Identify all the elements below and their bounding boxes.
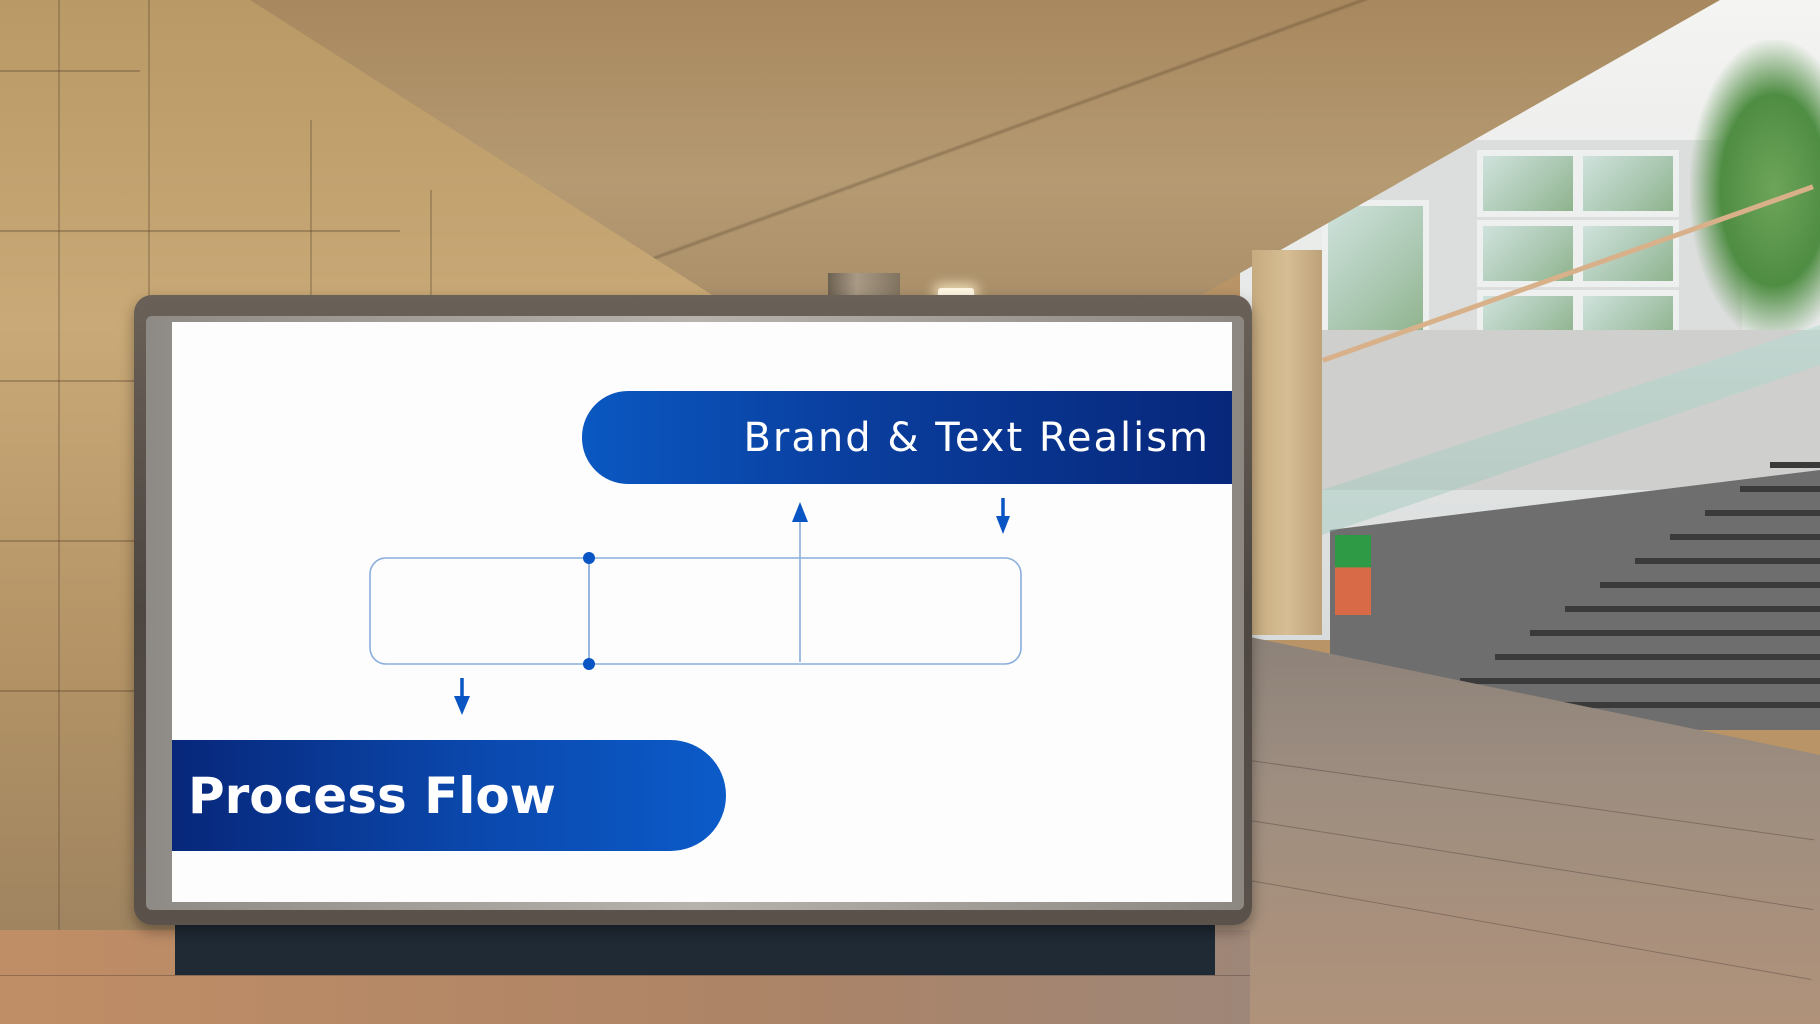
building-window (1477, 150, 1579, 217)
stone-pillar (1252, 250, 1322, 635)
building-window (1322, 200, 1429, 342)
stair-steps (1300, 0, 1820, 1024)
top-junction-dot (583, 552, 595, 564)
arrow-up-icon (792, 502, 808, 522)
process-flow-banner: Process Flow (172, 740, 726, 851)
building-window (1577, 150, 1679, 217)
glass-building (1322, 140, 1742, 440)
trash-bin (1335, 535, 1371, 615)
brand-banner: Brand & Text Realism (582, 391, 1232, 484)
process-flow-label: Process Flow (188, 766, 556, 825)
brand-banner-label: Brand & Text Realism (743, 414, 1210, 461)
process-box (369, 557, 1022, 665)
billboard-panel: Brand & Text Realism Process Flow (172, 322, 1232, 902)
process-diagram (369, 498, 1022, 715)
ceiling-light (938, 288, 974, 298)
bottom-junction-dot (583, 658, 595, 670)
arrow-down-left-icon (454, 696, 470, 715)
arrow-down-right-icon (996, 516, 1010, 534)
